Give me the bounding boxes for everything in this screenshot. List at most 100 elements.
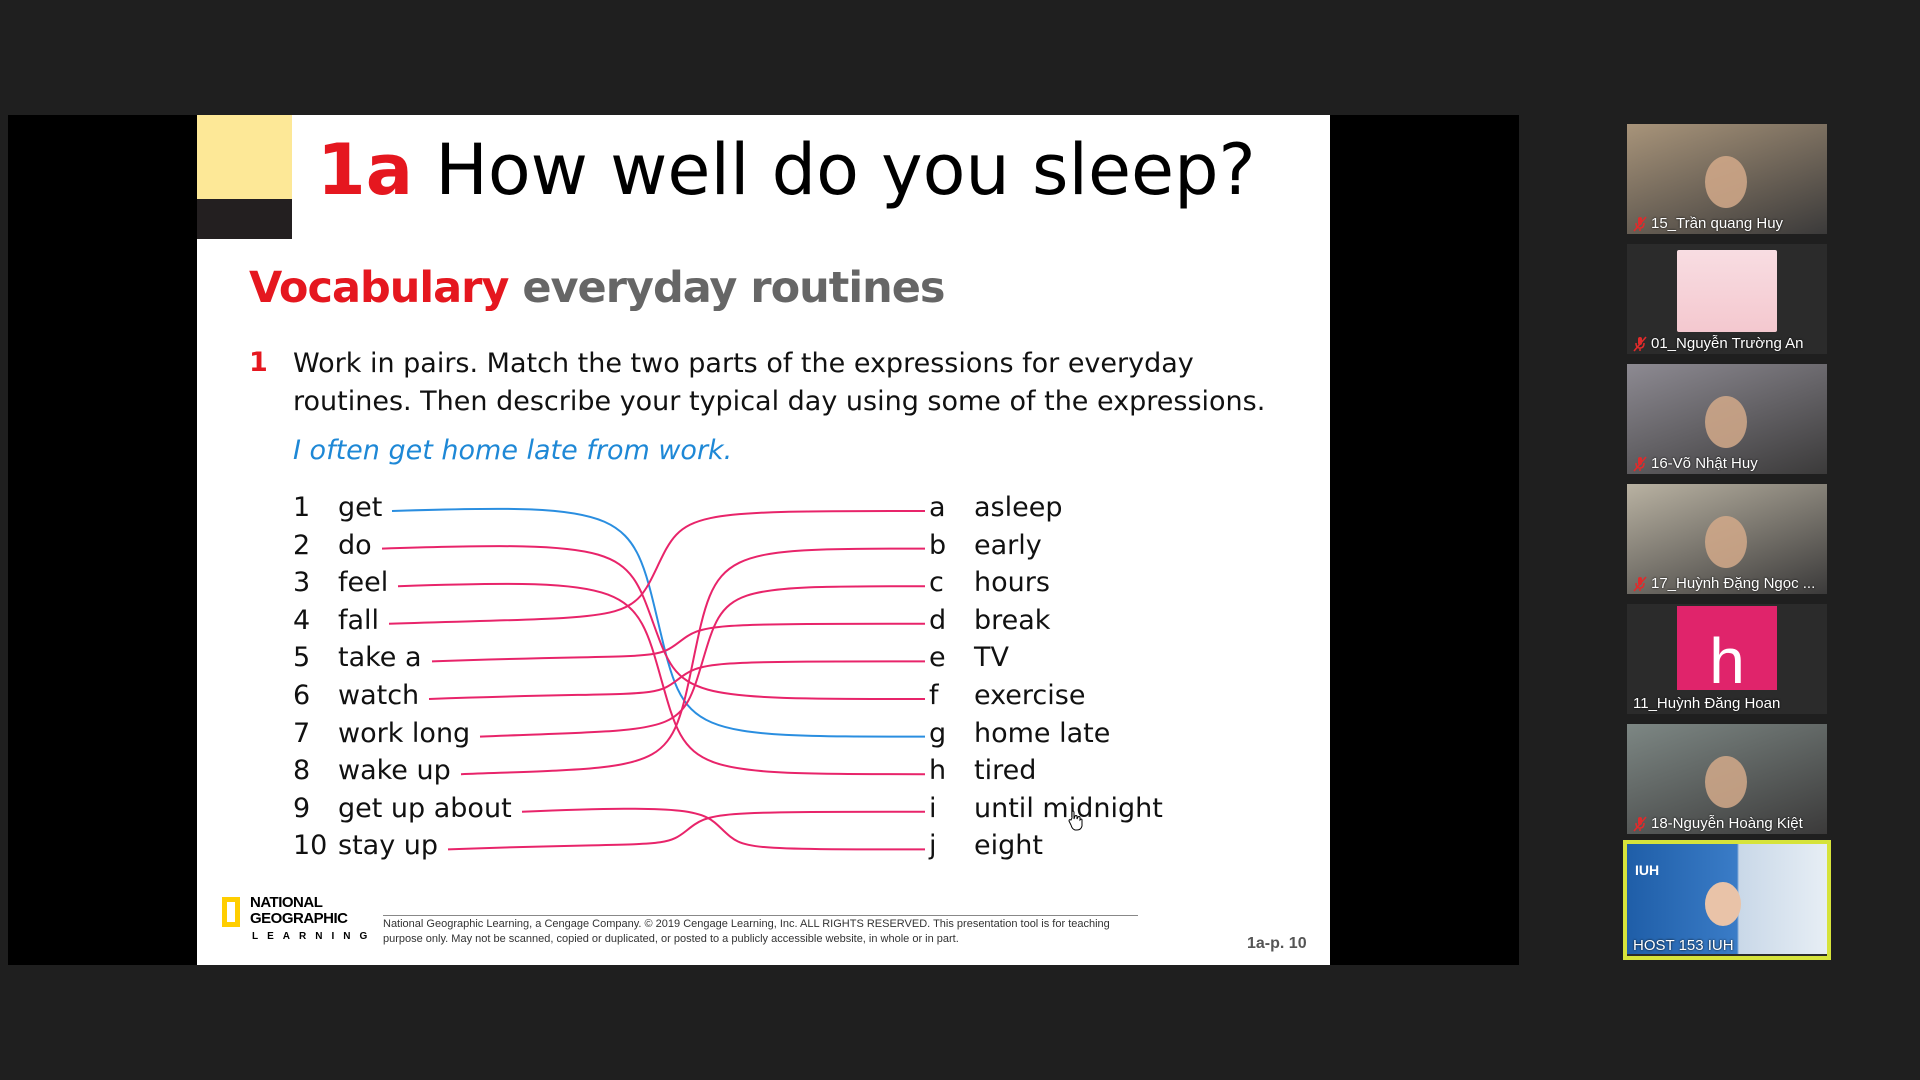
- right-item-letter: d: [929, 604, 947, 636]
- page-reference: 1a-p. 10: [1247, 935, 1307, 952]
- participant-tile[interactable]: 01_Nguyễn Trường An: [1627, 244, 1827, 354]
- participant-video: [1627, 364, 1827, 474]
- participant-tile[interactable]: h 11_Huỳnh Đăng Hoan: [1627, 604, 1827, 714]
- participant-video: [1627, 244, 1827, 354]
- left-item-number: 6: [293, 680, 311, 711]
- left-item-number: 5: [293, 642, 311, 674]
- right-item-word: home late: [974, 717, 1111, 749]
- match-line: [391, 507, 926, 738]
- left-item-word: wake up: [338, 755, 451, 787]
- right-item-letter: e: [929, 642, 946, 674]
- ng-yellow-frame-icon: [222, 897, 240, 927]
- participant-video: h: [1627, 604, 1827, 714]
- left-item-number: 9: [293, 792, 311, 824]
- participant-name: 16-Võ Nhật Huy: [1651, 455, 1758, 472]
- participant-label: 15_Trần quang Huy: [1633, 215, 1783, 232]
- participant-video: [1627, 124, 1827, 234]
- participant-label: 16-Võ Nhật Huy: [1633, 455, 1758, 472]
- logo-line-1: NATIONAL: [250, 894, 323, 911]
- left-item-number: 8: [293, 755, 311, 787]
- left-item-number: 4: [293, 604, 311, 636]
- right-item-letter: a: [929, 492, 946, 523]
- match-line: [447, 810, 926, 851]
- right-item-word: break: [974, 604, 1051, 636]
- left-item-word: take a: [338, 642, 422, 674]
- left-item-number: 10: [293, 830, 328, 862]
- right-item-word: tired: [974, 755, 1037, 787]
- right-item-letter: h: [929, 755, 947, 787]
- left-item-word: do: [338, 529, 372, 561]
- participant-face: [1705, 756, 1747, 808]
- title-accent-black: [197, 199, 292, 239]
- right-item-letter: j: [929, 830, 937, 862]
- match-line: [428, 660, 926, 700]
- left-item-word: feel: [338, 567, 389, 599]
- participant-name: 18-Nguyễn Hoàng Kiệt: [1651, 815, 1803, 832]
- left-item-number: 1: [293, 492, 311, 523]
- exercise-instruction: Work in pairs. Match the two parts of th…: [293, 348, 1266, 417]
- participant-label: 18-Nguyễn Hoàng Kiệt: [1633, 815, 1803, 832]
- exercise-number: 1: [249, 347, 268, 378]
- participant-face: [1705, 882, 1741, 926]
- participant-name: 17_Huỳnh Đặng Ngọc ...: [1651, 575, 1816, 592]
- participant-face: [1705, 516, 1747, 568]
- match-line: [381, 545, 926, 700]
- match-line: [397, 582, 926, 776]
- participant-name: 11_Huỳnh Đăng Hoan: [1633, 695, 1781, 712]
- host-banner-text: IUH: [1635, 862, 1660, 878]
- title-accent-yellow: [197, 115, 292, 199]
- muted-mic-icon: [1633, 815, 1647, 832]
- participant-video: [1627, 484, 1827, 594]
- participant-tile[interactable]: 15_Trần quang Huy: [1627, 124, 1827, 234]
- muted-mic-icon: [1633, 215, 1647, 232]
- right-item-letter: g: [929, 717, 947, 749]
- right-item-letter: b: [929, 529, 947, 561]
- participant-label: 17_Huỳnh Đặng Ngọc ...: [1633, 575, 1815, 592]
- slide-title: 1a How well do you sleep?: [317, 135, 1256, 205]
- participant-tile[interactable]: 16-Võ Nhật Huy: [1627, 364, 1827, 474]
- muted-mic-icon: [1633, 575, 1647, 592]
- participant-video: IUH: [1627, 844, 1827, 954]
- right-item-word: exercise: [974, 680, 1086, 711]
- right-item-letter: c: [929, 567, 944, 599]
- right-item-word: early: [974, 529, 1042, 561]
- logo-line-3: LEARNING: [252, 931, 377, 942]
- participant-name: HOST 153 IUH: [1633, 937, 1734, 954]
- right-item-word: hours: [974, 567, 1050, 599]
- lesson-title: How well do you sleep?: [435, 129, 1256, 211]
- vocab-topic: everyday routines: [522, 263, 945, 313]
- muted-mic-icon: [1633, 335, 1647, 352]
- right-item-word: TV: [974, 642, 1009, 674]
- matching-lines: [381, 507, 926, 851]
- left-item-word: fall: [338, 604, 380, 636]
- right-item-word: asleep: [974, 492, 1063, 523]
- participant-name: 01_Nguyễn Trường An: [1651, 335, 1804, 352]
- right-item-word: eight: [974, 830, 1043, 862]
- match-line: [431, 622, 926, 663]
- match-line: [521, 807, 926, 851]
- match-line: [388, 510, 926, 625]
- participant-label: 11_Huỳnh Đăng Hoan: [1633, 695, 1780, 712]
- participant-label: 01_Nguyễn Trường An: [1633, 335, 1803, 352]
- left-item-word: work long: [338, 717, 471, 749]
- participant-tile[interactable]: IUH HOST 153 IUH: [1623, 840, 1831, 960]
- left-item-word: stay up: [338, 830, 439, 862]
- right-item-letter: f: [929, 680, 939, 711]
- left-item-word: get: [338, 492, 383, 523]
- participant-name: 15_Trần quang Huy: [1651, 215, 1784, 232]
- left-item-number: 2: [293, 529, 311, 561]
- footer-divider: [383, 915, 1138, 916]
- participant-tile[interactable]: 18-Nguyễn Hoàng Kiệt: [1627, 724, 1827, 834]
- letter-avatar: h: [1677, 606, 1777, 690]
- mouse-cursor-icon: [1068, 810, 1083, 831]
- logo-line-2: GEOGRAPHIC: [250, 910, 348, 927]
- lesson-number: 1a: [317, 129, 413, 211]
- example-sentence: I often get home late from work.: [293, 435, 733, 466]
- left-item-number: 7: [293, 717, 311, 749]
- match-line: [460, 547, 926, 776]
- left-item-word: get up about: [338, 792, 512, 824]
- participant-tile[interactable]: 17_Huỳnh Đặng Ngọc ...: [1627, 484, 1827, 594]
- right-item-letter: i: [929, 792, 937, 824]
- participant-video: [1627, 724, 1827, 834]
